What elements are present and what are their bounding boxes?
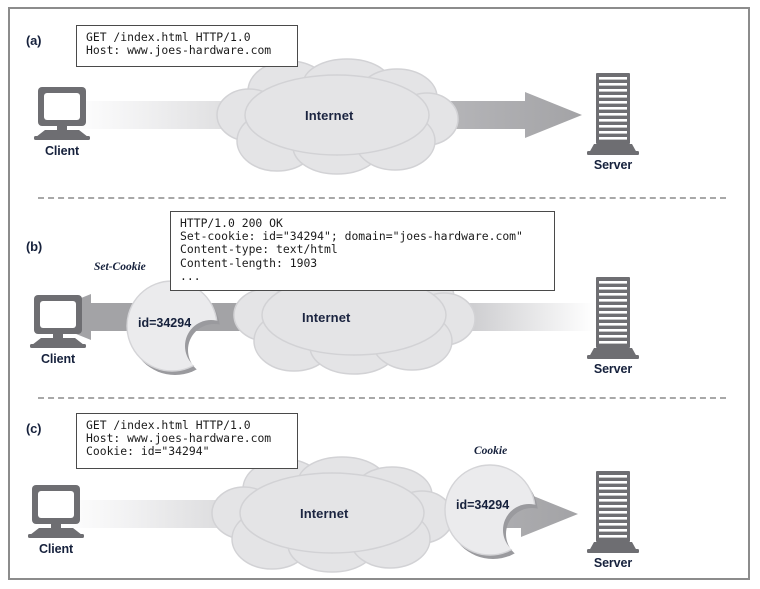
panel-a-message-box: GET /index.html HTTP/1.0 Host: www.joes-… xyxy=(76,25,298,67)
panel-c-cloud-label: Internet xyxy=(300,506,349,521)
panel-a-server: Server xyxy=(576,73,650,172)
panel-b-client-label: Client xyxy=(40,352,76,366)
panel-divider-b-c xyxy=(38,397,726,399)
panel-b-server: Server xyxy=(576,277,650,376)
figure-frame: (a) GET /index.html HTTP/1.0 Host: www.j… xyxy=(8,7,750,580)
panel-b-message-text: HTTP/1.0 200 OK Set-cookie: id="34294"; … xyxy=(180,216,523,283)
panel-c-cookie-tag: Cookie xyxy=(474,445,508,457)
panel-c-cookie-blob: id=34294 xyxy=(440,462,544,562)
panel-b-cloud-label: Internet xyxy=(302,310,351,325)
panel-b-cookie-blob: id=34294 xyxy=(122,278,226,378)
panel-a-client-label: Client xyxy=(44,144,80,158)
panel-b: (b) HTTP/1.0 200 OK Set-cookie: id="3429… xyxy=(10,199,748,399)
panel-b-message-box: HTTP/1.0 200 OK Set-cookie: id="34294"; … xyxy=(170,211,555,291)
panel-c-message-text: GET /index.html HTTP/1.0 Host: www.joes-… xyxy=(86,418,272,459)
panel-a-label: (a) xyxy=(26,33,42,48)
panel-a: (a) GET /index.html HTTP/1.0 Host: www.j… xyxy=(10,9,748,199)
panel-c-message-box: GET /index.html HTTP/1.0 Host: www.joes-… xyxy=(76,413,298,469)
panel-divider-a-b xyxy=(38,197,726,199)
panel-a-client: Client xyxy=(24,87,100,158)
panel-b-cookie-tag: Set-Cookie xyxy=(94,261,146,273)
panel-c-client: Client xyxy=(18,485,94,556)
panel-c-server: Server xyxy=(576,471,650,570)
panel-c-cookie-text: id=34294 xyxy=(456,498,510,512)
panel-c-label: (c) xyxy=(26,421,42,436)
panel-b-server-label: Server xyxy=(593,362,633,376)
panel-a-server-label: Server xyxy=(593,158,633,172)
panel-b-cookie-text: id=34294 xyxy=(138,316,192,330)
panel-c-server-label: Server xyxy=(593,556,633,570)
panel-a-message-text: GET /index.html HTTP/1.0 Host: www.joes-… xyxy=(86,30,272,58)
panel-b-client: Client xyxy=(20,295,96,366)
panel-b-label: (b) xyxy=(26,239,42,254)
panel-a-internet-cloud xyxy=(215,57,460,175)
panel-c: (c) GET /index.html HTTP/1.0 Host: www.j… xyxy=(10,399,748,578)
panel-c-client-label: Client xyxy=(38,542,74,556)
panel-a-cloud-label: Internet xyxy=(305,108,354,123)
panel-c-internet-cloud xyxy=(210,455,455,573)
